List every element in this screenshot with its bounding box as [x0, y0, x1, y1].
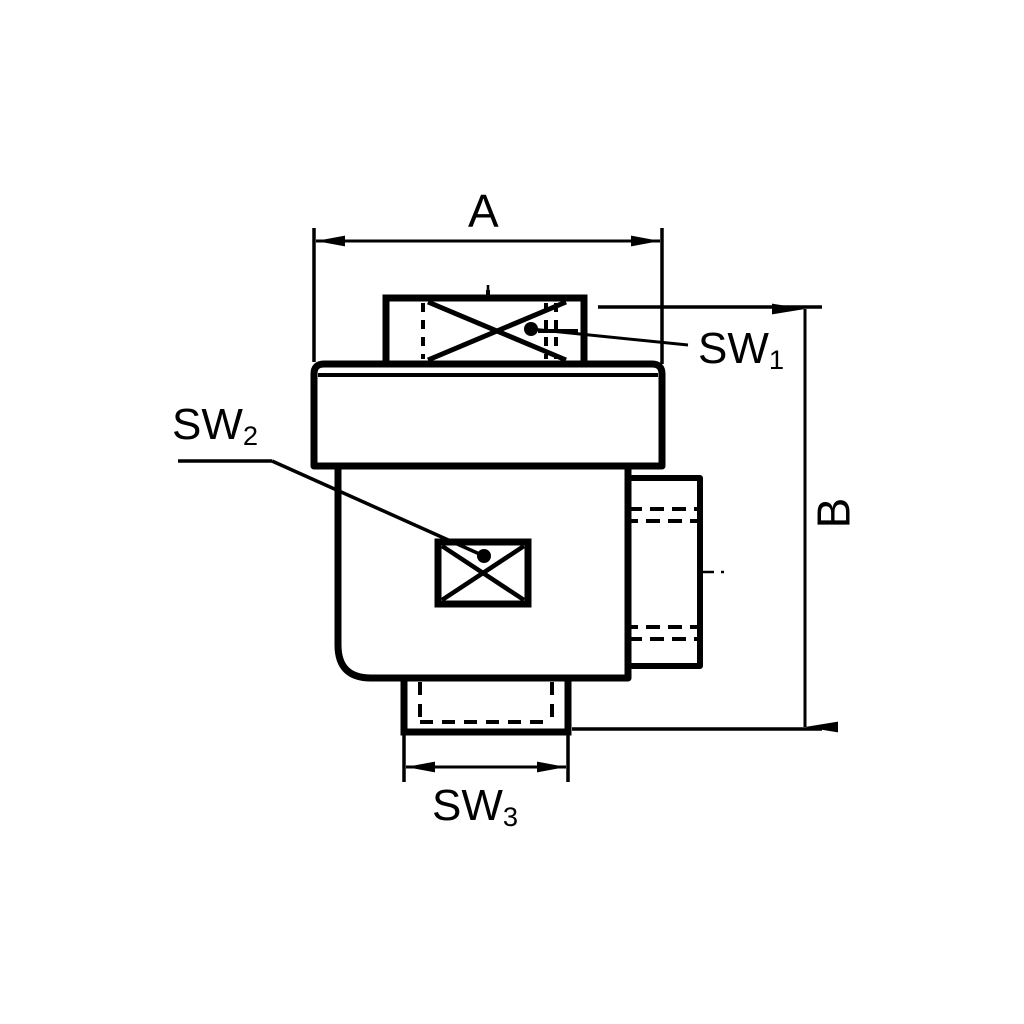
sw1-subscript: 1 — [768, 344, 785, 375]
top-cap-cross-mark — [427, 299, 567, 363]
body-hex-flat — [434, 538, 532, 608]
sw2-leader-line — [271, 459, 485, 558]
outlet-port-threads — [624, 507, 698, 641]
sw2-subscript: 2 — [242, 420, 259, 451]
dimension-a — [312, 228, 664, 364]
bottom-spigot-hidden-edges — [418, 682, 554, 724]
dimension-label-b: B — [807, 497, 860, 529]
dimension-b — [572, 303, 838, 733]
bottom-spigot — [400, 674, 572, 736]
sw3-subscript: 3 — [502, 801, 519, 832]
dimension-label-a: A — [468, 185, 499, 237]
dimension-label-sw1: SW1 — [698, 324, 785, 375]
sw2-leader — [178, 459, 491, 563]
sw1-leader-dot — [524, 322, 538, 336]
flange-collar — [310, 360, 666, 470]
body-hex-cross-mark — [440, 544, 526, 602]
flange-collar-outline — [310, 360, 666, 470]
sw2-leader-dot — [477, 549, 491, 563]
dimension-label-sw2: SW2 — [172, 400, 259, 451]
dimension-label-sw3: SW3 — [432, 781, 519, 832]
dimension-sw3 — [402, 732, 570, 782]
top-cap — [382, 290, 588, 368]
